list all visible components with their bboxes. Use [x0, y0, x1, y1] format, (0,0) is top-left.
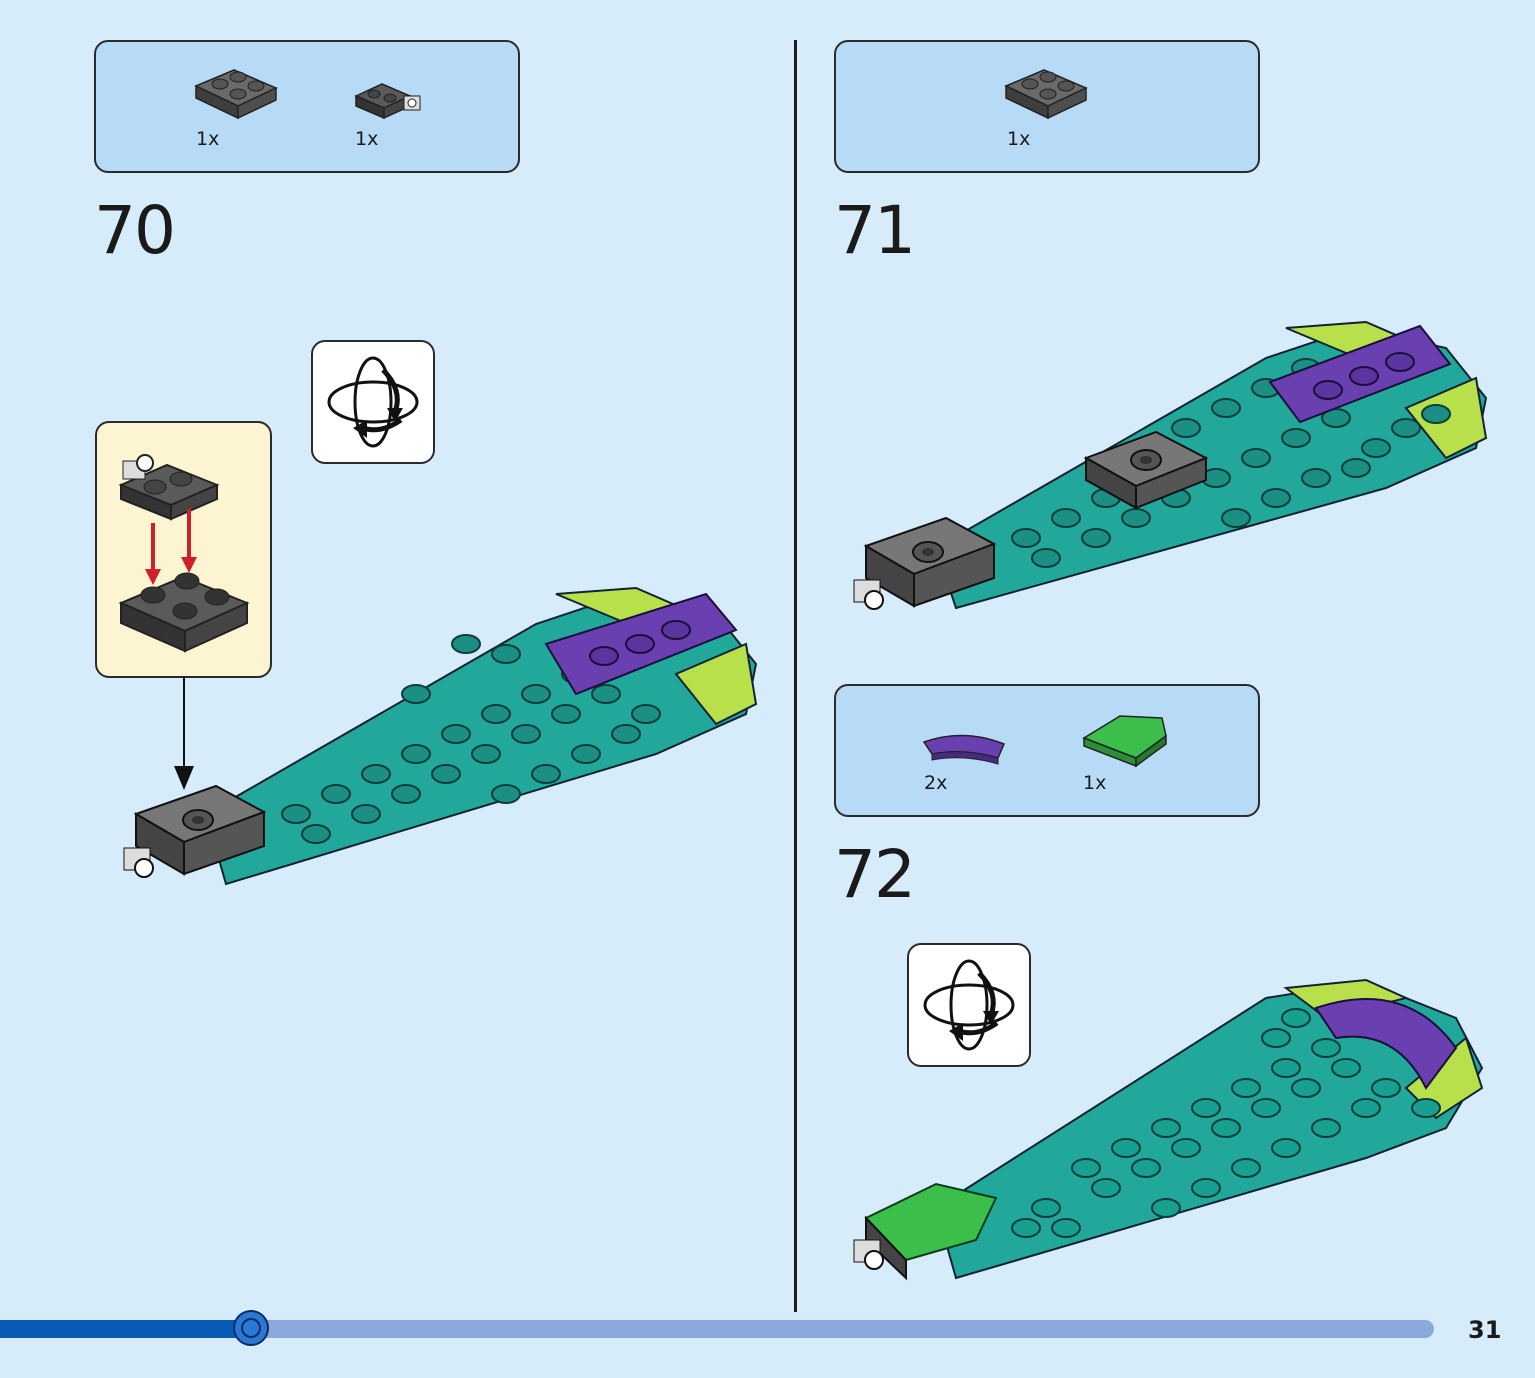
progress-fill [0, 1320, 251, 1338]
sub-assembly-callout [95, 421, 272, 678]
page-number: 31 [1468, 1316, 1502, 1344]
model-step-70 [123, 586, 758, 886]
step-number-72: 72 [834, 836, 916, 913]
part-qty: 1x [1083, 772, 1107, 794]
parts-list-step-71: 1x [834, 40, 1260, 173]
plate-2x2-dark-gray-icon [1004, 69, 1088, 120]
column-divider [794, 40, 797, 1312]
rotate-model-box [311, 340, 435, 464]
step-number-71: 71 [834, 192, 916, 269]
rotate-model-icon [923, 959, 1015, 1051]
model-step-71 [853, 320, 1488, 610]
wedge-tile-green-icon [1082, 715, 1167, 768]
part-qty: 1x [1007, 128, 1031, 150]
plate-2x2-dark-gray-icon [194, 69, 278, 120]
part-qty: 1x [355, 128, 379, 150]
rotate-model-icon [327, 356, 419, 448]
callout-illustration [118, 454, 250, 653]
plate-hinge-dark-gray-icon [354, 83, 421, 120]
progress-track [0, 1320, 1434, 1338]
part-qty: 2x [924, 772, 948, 794]
model-step-72 [853, 978, 1484, 1281]
part-qty: 1x [196, 128, 220, 150]
parts-list-step-70: 1x 1x [94, 40, 520, 173]
rotate-model-box [907, 943, 1031, 1067]
progress-marker [232, 1310, 269, 1346]
step-number-70: 70 [94, 192, 176, 269]
callout-arrow [174, 676, 194, 790]
curved-tile-purple-icon [922, 734, 1005, 765]
parts-list-step-72: 2x 1x [834, 684, 1260, 817]
